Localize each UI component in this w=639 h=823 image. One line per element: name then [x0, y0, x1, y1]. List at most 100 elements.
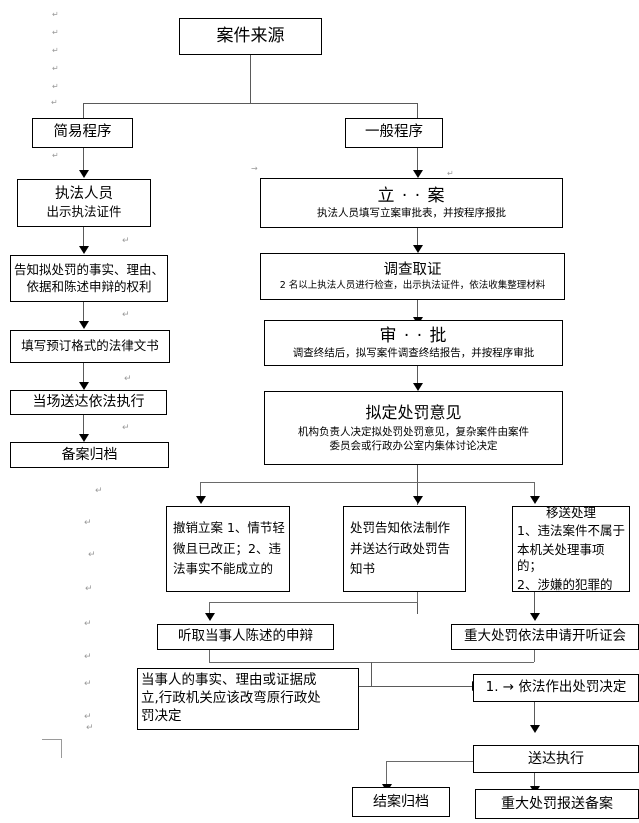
node-penalty-opinion[interactable]: 拟定处罚意见 机构负责人决定拟处罚处罚意见，复杂案件由案件 委员会或行政办公室内… [264, 391, 563, 465]
connector-hear-down [209, 650, 210, 662]
connector-merge-down [371, 662, 372, 686]
connector-opinion-down [417, 465, 418, 505]
node-general-procedure-title: 一般程序 [365, 124, 423, 141]
arrow-onsite-archive [79, 434, 89, 442]
node-notify-rights-line1: 告知拟处罚的事实、理由、 [14, 262, 165, 277]
node-onsite-service-title: 当场送达依法执行 [32, 394, 145, 411]
node-approval[interactable]: 审 · · 批 调查终结后，拟写案件调查终结报告，并按程序审批 [264, 320, 563, 366]
arrow-simple-officer [79, 170, 89, 178]
node-major-penalty-report-title: 重大处罚报送备案 [501, 795, 613, 812]
paragraph-mark: ↵ [447, 169, 454, 178]
node-case-source[interactable]: 案件来源 [179, 18, 322, 55]
node-notify-rights[interactable]: 告知拟处罚的事实、理由、 依据和陈述申辩的权利 [10, 255, 168, 302]
paragraph-mark: ↵ [84, 712, 92, 722]
node-transfer-handling-line4: 2、涉嫌的犯罪的 [517, 576, 613, 592]
paragraph-mark: ↵ [84, 518, 92, 528]
node-investigation[interactable]: 调查取证 2 名以上执法人员进行检查，出示执法证件，依法收集整理材料 [260, 253, 565, 300]
arrow-notify-fill [79, 321, 89, 329]
node-penalty-opinion-title: 拟定处罚意见 [365, 403, 462, 423]
connector-close-down [386, 761, 387, 787]
node-penalty-notice-line1: 处罚告知依法制作 [350, 520, 451, 536]
node-record-archive-title: 备案归档 [61, 446, 118, 463]
node-serve-execute[interactable]: 送达执行 [473, 745, 639, 773]
arrow-to-transfer [530, 496, 540, 504]
connector-to-simple [83, 103, 84, 120]
paragraph-mark: ↵ [88, 550, 96, 560]
node-onsite-service[interactable]: 当场送达依法执行 [10, 390, 167, 415]
connector-transfer-down [534, 592, 535, 614]
connector-officer-notify [83, 227, 84, 249]
node-approval-title: 审 · · 批 [379, 325, 448, 346]
arrow-to-revoke [196, 496, 206, 504]
node-major-hearing[interactable]: 重大处罚依法申请开听证会 [451, 624, 639, 650]
node-enforcement-officer-sub: 出示执法证件 [46, 204, 122, 220]
node-transfer-handling-line2: 1、违法案件不属于 [517, 523, 625, 539]
arrow-officer-notify [79, 246, 89, 254]
paragraph-mark: ↵ [51, 98, 58, 107]
node-penalty-notice[interactable]: 处罚告知依法制作 并送达行政处罚告 知书 [343, 506, 466, 592]
paragraph-mark: ↵ [122, 310, 130, 320]
node-fill-documents-line1: 填写预订格式的法律文书 [21, 338, 159, 354]
node-transfer-handling-line1: 移送处理 [545, 504, 596, 520]
connector-onsite-archive [83, 415, 84, 437]
paragraph-mark: ↵ [84, 652, 92, 662]
node-record-archive[interactable]: 备案归档 [10, 442, 169, 468]
node-transfer-handling-line3: 本机关处理事项的； [517, 541, 605, 574]
node-transfer-handling[interactable]: 移送处理 1、违法案件不属于 本机关处理事项的； 2、涉嫌的犯罪的 [512, 504, 630, 592]
node-close-archive-title: 结案归档 [373, 793, 429, 810]
arrow-to-major-hearing [530, 613, 540, 621]
connector-approval-opinion [417, 366, 418, 386]
node-serve-execute-title: 送达执行 [528, 750, 584, 767]
paragraph-mark: ↵ [52, 28, 59, 37]
paragraph-mark: ↵ [85, 584, 93, 594]
node-case-filing-sub: 执法人员填写立案审批表，并按程序报批 [317, 207, 506, 220]
arrow-general-filing [413, 170, 423, 178]
node-investigation-title: 调查取证 [383, 261, 442, 278]
connector-notice-down [417, 592, 418, 614]
paragraph-mark: ↵ [95, 486, 103, 496]
node-hear-statement[interactable]: 听取当事人陈述的申辩 [157, 624, 334, 650]
paragraph-mark: ↵ [84, 619, 92, 629]
node-general-procedure[interactable]: 一般程序 [345, 118, 443, 148]
connector-investigation-approval [417, 300, 418, 320]
node-case-source-title: 案件来源 [216, 26, 285, 47]
connector-simple-officer [83, 148, 84, 172]
node-hear-statement-title: 听取当事人陈述的申辩 [178, 628, 313, 645]
node-penalty-opinion-sub2: 委员会或行政办公室内集体讨论决定 [329, 440, 498, 453]
node-party-claim-line3: 罚决定 [141, 707, 182, 724]
paragraph-mark: ↵ [52, 64, 59, 73]
node-revoke-case[interactable]: 撤销立案 1、情节轻 微且已改正；2、违 法事实不能成立的 [166, 506, 290, 592]
node-enforcement-officer[interactable]: 执法人员 出示执法证件 [17, 179, 151, 227]
node-case-filing-title: 立 · · 案 [377, 185, 446, 206]
paragraph-mark: ↵ [52, 10, 59, 19]
node-notify-rights-line2: 依据和陈述申辩的权利 [26, 278, 152, 294]
connector-filing-investigation [417, 228, 418, 248]
connector-to-transfer [534, 482, 535, 500]
paragraph-mark: ↵ [52, 82, 59, 91]
node-enforcement-officer-title: 执法人员 [55, 186, 113, 203]
connector-general-filing [417, 148, 418, 172]
node-party-claim-line1: 当事人的事实、理由或证据成 [141, 672, 317, 688]
node-close-archive[interactable]: 结案归档 [352, 787, 450, 817]
node-make-decision[interactable]: 1. → 依法作出处罚决定 [473, 674, 639, 702]
arrow-fill-onsite [79, 382, 89, 390]
connector-source-split [83, 103, 417, 104]
node-revoke-case-line1: 撤销立案 1、情节轻 [173, 520, 285, 536]
connector-source-down [250, 55, 251, 103]
paragraph-mark: ↵ [122, 423, 130, 433]
node-party-claim-valid[interactable]: 当事人的事实、理由或证据成 立,行政机关应该改弯原行政处 罚决定 [137, 668, 359, 730]
node-simple-procedure[interactable]: 简易程序 [32, 118, 133, 148]
node-major-hearing-title: 重大处罚依法申请开听证会 [464, 628, 626, 645]
paragraph-mark: ↵ [122, 236, 130, 246]
paragraph-mark: ↵ [52, 151, 59, 160]
node-case-filing[interactable]: 立 · · 案 执法人员填写立案审批表，并按程序报批 [260, 178, 563, 228]
connector-notice-split [209, 602, 418, 603]
paragraph-mark: ↵ [124, 374, 132, 384]
node-approval-sub: 调查终结后，拟写案件调查终结报告，并按程序审批 [292, 347, 535, 360]
node-revoke-case-line2: 微且已改正；2、违 [173, 540, 281, 556]
node-fill-documents[interactable]: 填写预订格式的法律文书 [10, 330, 170, 363]
node-major-penalty-report[interactable]: 重大处罚报送备案 [475, 789, 639, 819]
connector-notice-stub [417, 592, 418, 602]
node-make-decision-title: 1. → 依法作出处罚决定 [485, 679, 627, 696]
